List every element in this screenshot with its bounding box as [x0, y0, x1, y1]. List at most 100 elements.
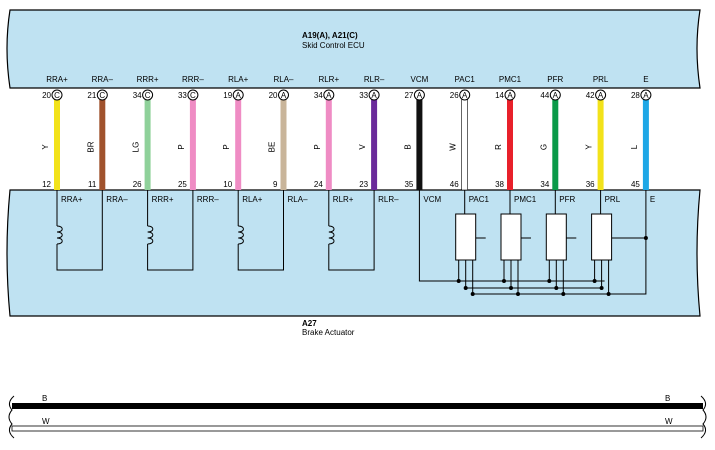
wire-color-code: P	[222, 144, 231, 149]
ecu-pin-number: 20	[42, 91, 51, 100]
harness-line-b	[12, 403, 703, 409]
pressure-sensor-4	[591, 213, 613, 261]
connector-circle	[413, 89, 425, 101]
coil-symbol	[328, 225, 335, 245]
ecu-pin-number: 20	[269, 91, 278, 100]
ecu-pin-label: RRA+	[46, 75, 68, 84]
coil-wire	[328, 190, 375, 271]
wire-color-code: P	[313, 144, 322, 149]
ecu-pin-number: 33	[178, 91, 187, 100]
wire-line	[597, 95, 604, 190]
ecu-pin-number: 34	[314, 91, 323, 100]
actuator-pin-number: 26	[133, 180, 142, 189]
ecu-pin-label: RLR+	[318, 75, 339, 84]
ecu-pin-number: 27	[404, 91, 413, 100]
actuator-pin-number: 24	[314, 180, 323, 189]
coil-wire	[56, 190, 103, 271]
actuator-pin-label: PRL	[605, 195, 621, 204]
coil-symbol	[238, 225, 244, 245]
actuator-pin-label: PMC1	[514, 195, 537, 204]
coil-symbol	[147, 225, 154, 245]
actuator-pin-number: 34	[540, 180, 549, 189]
wire-color-code: P	[177, 144, 186, 149]
connector-letter: A	[371, 91, 377, 100]
connector-circle	[96, 89, 108, 101]
coil-symbol	[56, 225, 63, 245]
actuator-internal-circuit	[56, 190, 648, 296]
coil-wire	[237, 190, 284, 271]
actuator-connector-label: A27	[302, 319, 317, 328]
actuator-pin-label: RLA+	[242, 195, 263, 204]
connector-letter: A	[281, 91, 287, 100]
wire-color-code: R	[494, 144, 503, 150]
wire-color-code: LG	[132, 142, 141, 153]
connector-circle	[187, 89, 199, 101]
connector-circle	[459, 89, 471, 101]
ecu-pin-number: 42	[586, 91, 595, 100]
wire-color-code: L	[630, 144, 639, 149]
wire-line	[371, 95, 378, 190]
wire-color-code: B	[403, 144, 412, 149]
connector-letter: C	[54, 91, 60, 100]
ecu-pin-label: RRR–	[182, 75, 204, 84]
connector-letter: C	[145, 91, 151, 100]
wire-line	[461, 94, 469, 191]
ecu-pin-label: RRA–	[92, 75, 114, 84]
actuator-pin-label: RLR–	[378, 195, 399, 204]
wire-color-code: G	[539, 144, 548, 150]
wire-color-code: Y	[585, 144, 594, 150]
actuator-pin-label: RRA+	[61, 195, 83, 204]
coil-wire	[147, 190, 194, 271]
wire-line	[642, 95, 649, 190]
vcm-bus	[418, 190, 469, 282]
actuator-pin-number: 10	[223, 180, 232, 189]
connector-circle	[142, 89, 154, 101]
pressure-sensor-2	[500, 213, 522, 261]
actuator-pin-number: 35	[404, 180, 413, 189]
ecu-name: Skid Control ECU	[302, 41, 365, 50]
wire-line	[54, 95, 60, 190]
wire-line	[507, 95, 513, 190]
wire-color-code: V	[358, 144, 367, 150]
ecu-pin-number: 14	[495, 91, 504, 100]
actuator-pin-label: E	[650, 195, 655, 204]
harness-line-b-code-left: B	[42, 394, 47, 403]
connector-letter: A	[553, 91, 559, 100]
actuator-pin-label: RRR+	[152, 195, 174, 204]
harness-left-bracket	[8, 395, 15, 439]
wire-line	[416, 95, 423, 190]
solenoid-coil-2	[147, 190, 194, 271]
bus-ground	[472, 190, 647, 295]
actuator-box	[6, 189, 701, 317]
connector-letter: A	[417, 91, 423, 100]
wire-color-code: Y	[41, 144, 50, 150]
actuator-pin-number: 11	[88, 180, 97, 189]
wire-color-code: BE	[268, 142, 277, 153]
actuator-pin-label: RRA–	[106, 195, 128, 204]
connector-circle	[323, 89, 335, 101]
ecu-pin-number: 33	[359, 91, 368, 100]
actuator-pin-number: 12	[42, 180, 51, 189]
connector-letter: A	[236, 91, 242, 100]
actuator-pin-label: RLR+	[333, 195, 354, 204]
ecu-pin-label: PMC1	[499, 75, 522, 84]
connector-letter: C	[190, 91, 196, 100]
ecu-pin-number: 44	[540, 91, 549, 100]
wire-color-code: W	[449, 143, 458, 151]
ecu-pin-label: PRL	[593, 75, 609, 84]
actuator-pin-label: RLA–	[288, 195, 309, 204]
actuator-pin-label: RRR–	[197, 195, 219, 204]
actuator-pin-number: 9	[273, 180, 278, 189]
sensor-leads	[594, 260, 610, 294]
